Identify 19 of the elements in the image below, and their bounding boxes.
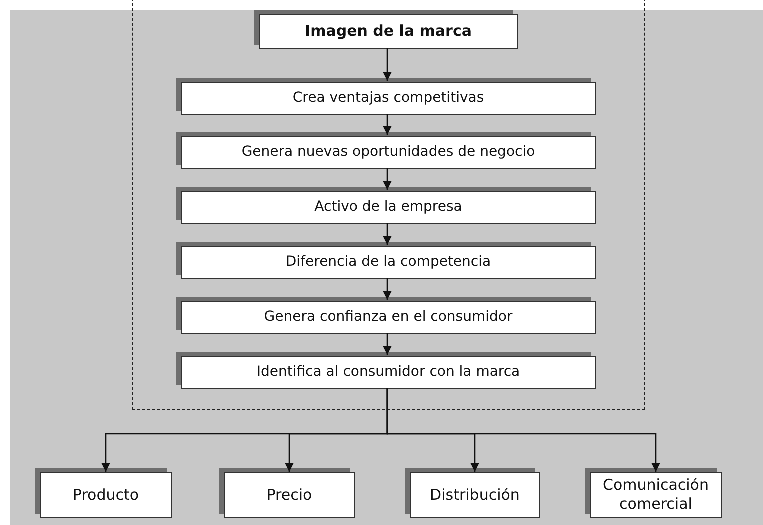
box-label: Comunicación comercial	[602, 476, 710, 514]
arrow	[383, 223, 392, 245]
box-label: Crea ventajas competitivas	[292, 90, 484, 108]
arrow	[383, 168, 392, 190]
box-label: Distribución	[430, 486, 520, 504]
box-label: Identifica al consumidor con la marca	[256, 364, 520, 382]
arrow	[386, 388, 660, 472]
box-label: Activo de la empresa	[314, 198, 462, 216]
arrow	[383, 278, 392, 300]
box-label: Producto	[72, 486, 140, 504]
box-label: Imagen de la marca	[305, 22, 472, 41]
dashed-group-frame	[132, 0, 645, 410]
arrow	[383, 333, 392, 355]
box-label: Genera confianza en el consumidor	[264, 308, 513, 326]
arrow	[383, 48, 392, 81]
box-label: Precio	[266, 486, 312, 504]
box-label: Diferencia de la competencia	[286, 254, 492, 272]
box-label: Genera nuevas oportunidades de negocio	[242, 144, 536, 162]
arrow	[383, 114, 392, 135]
